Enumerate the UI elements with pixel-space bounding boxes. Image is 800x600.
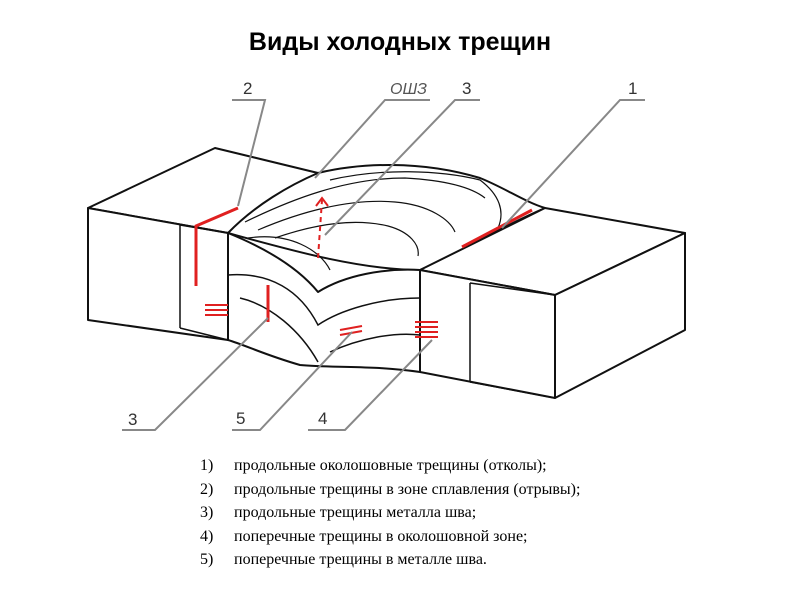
legend-item: 2)продольные трещины в зоне сплавления (… <box>200 480 581 498</box>
weld-cross-section <box>227 232 421 373</box>
crack-1-longitudinal-haz <box>461 208 533 249</box>
crack-3-weld-metal-top <box>317 199 323 259</box>
legend-item: 1)продольные околошовные трещины (отколы… <box>200 457 547 474</box>
leader-1 <box>501 99 645 229</box>
callout-3-top: 3 <box>462 79 471 98</box>
callout-haz: ОШЗ <box>390 81 427 98</box>
leader-5 <box>232 331 353 431</box>
callout-2: 2 <box>243 79 252 98</box>
slide-title: Виды холодных трещин <box>248 28 552 56</box>
crack-4-transverse-haz <box>415 321 438 338</box>
leader-2 <box>232 99 267 207</box>
crack-3-arrow <box>315 196 329 207</box>
leader-3-bottom <box>122 317 269 431</box>
crack-types-legend: 1)продольные околошовные трещины (отколы… <box>200 454 580 572</box>
leader-4 <box>308 339 433 431</box>
legend-item: 3)продольные трещины металла шва; <box>200 504 477 521</box>
crack-4-transverse-haz-left <box>205 304 228 316</box>
right-plate-side <box>554 232 686 399</box>
weld-bead-ripples <box>244 171 502 271</box>
callout-5: 5 <box>236 409 245 428</box>
callout-1: 1 <box>628 79 637 98</box>
crack-2-fusion-zone <box>194 206 239 286</box>
leader-3-top <box>324 99 480 236</box>
fusion-lines <box>179 224 556 399</box>
leader-haz <box>314 99 430 179</box>
legend-item: 5)поперечные трещины в металле шва. <box>200 551 487 568</box>
callout-4: 4 <box>318 409 327 428</box>
legend-item: 4)поперечные трещины в околошовной зоне; <box>200 527 528 545</box>
leader-lines <box>122 99 645 431</box>
callout-3-bottom: 3 <box>128 410 137 429</box>
